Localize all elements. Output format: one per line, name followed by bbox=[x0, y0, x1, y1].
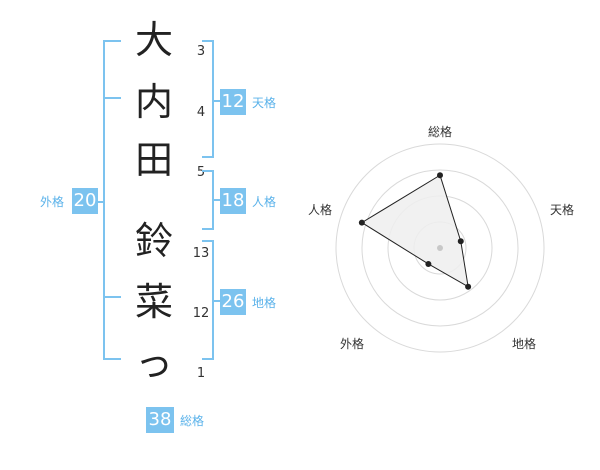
stroke-count-4: 13 bbox=[192, 246, 210, 261]
chikaku-label: 地格 bbox=[252, 296, 277, 310]
stroke-count-6: 1 bbox=[196, 366, 206, 381]
stroke-count-1: 3 bbox=[196, 44, 206, 59]
radar-ring-4 bbox=[335, 143, 545, 353]
radar-point-3 bbox=[465, 283, 472, 290]
soukaku-label: 総格 bbox=[180, 414, 205, 428]
radar-label-tenkaku: 天格 bbox=[550, 203, 575, 217]
tenkaku-value: 12 bbox=[220, 89, 246, 115]
name-char-6: っ bbox=[134, 341, 173, 385]
radar-point-2 bbox=[457, 238, 464, 245]
gaikaku-label: 外格 bbox=[40, 195, 65, 209]
name-char-1: 大 bbox=[134, 18, 173, 62]
soukaku-value: 38 bbox=[146, 407, 174, 433]
radar-label-chikaku: 地格 bbox=[512, 337, 537, 351]
name-char-2: 内 bbox=[134, 80, 173, 124]
name-char-4: 鈴 bbox=[134, 219, 173, 263]
radar-label-soukaku: 総格 bbox=[428, 125, 453, 139]
gaikaku-value: 20 bbox=[72, 188, 98, 214]
jinkaku-label: 人格 bbox=[252, 195, 277, 209]
stroke-count-3: 5 bbox=[196, 165, 206, 180]
chikaku-value: 26 bbox=[220, 289, 246, 315]
stroke-count-2: 4 bbox=[196, 105, 206, 120]
name-char-3: 田 bbox=[134, 138, 173, 182]
radar-label-jinkaku: 人格 bbox=[308, 203, 333, 217]
radar-point-1 bbox=[437, 172, 443, 179]
radar-point-5 bbox=[358, 219, 365, 226]
radar-label-gaikaku: 外格 bbox=[340, 337, 365, 351]
tenkaku-label: 天格 bbox=[252, 96, 277, 110]
name-char-5: 菜 bbox=[134, 280, 173, 324]
radar-polygon bbox=[360, 174, 469, 288]
radar-center bbox=[437, 245, 443, 251]
stroke-count-5: 12 bbox=[192, 306, 210, 321]
radar-point-4 bbox=[425, 260, 432, 267]
jinkaku-value: 18 bbox=[220, 188, 246, 214]
radar-ring-3 bbox=[361, 169, 519, 327]
